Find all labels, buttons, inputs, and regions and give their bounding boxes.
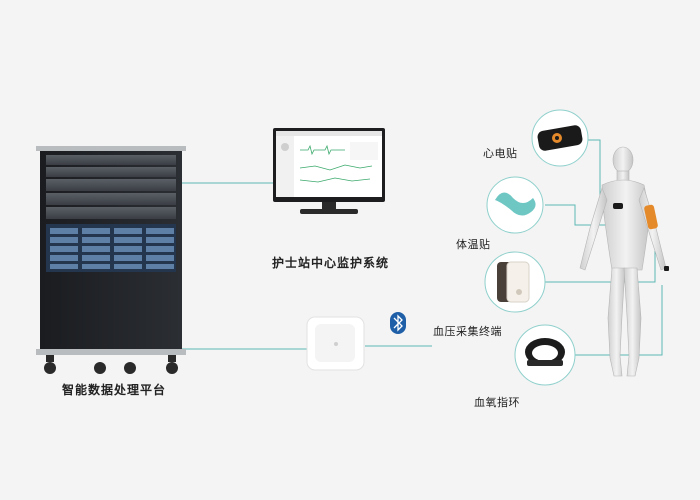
platform-label: 智能数据处理平台 — [62, 383, 167, 397]
gateway-device — [306, 316, 365, 371]
ecg-patch-label: 心电贴 — [483, 147, 518, 160]
monitor — [273, 128, 385, 214]
spo2-connector-line — [572, 285, 663, 356]
bluetooth-icon — [390, 312, 406, 334]
spo2-ring-label: 血氧指环 — [474, 396, 520, 409]
bp-terminal-label: 血压采集终端 — [433, 325, 502, 338]
temp-patch-circle — [486, 176, 544, 234]
server-units — [46, 155, 176, 272]
spo2-ring-circle — [514, 324, 576, 386]
temp-patch-label: 体温贴 — [456, 238, 491, 251]
nurse-station-label: 护士站中心监护系统 — [272, 256, 390, 270]
rack-wheels — [44, 355, 178, 374]
bp-terminal-circle — [484, 251, 546, 313]
server-rack — [36, 146, 186, 374]
human-figure — [579, 146, 669, 377]
ecg-patch-circle — [531, 109, 589, 167]
connection-lines — [182, 139, 663, 356]
